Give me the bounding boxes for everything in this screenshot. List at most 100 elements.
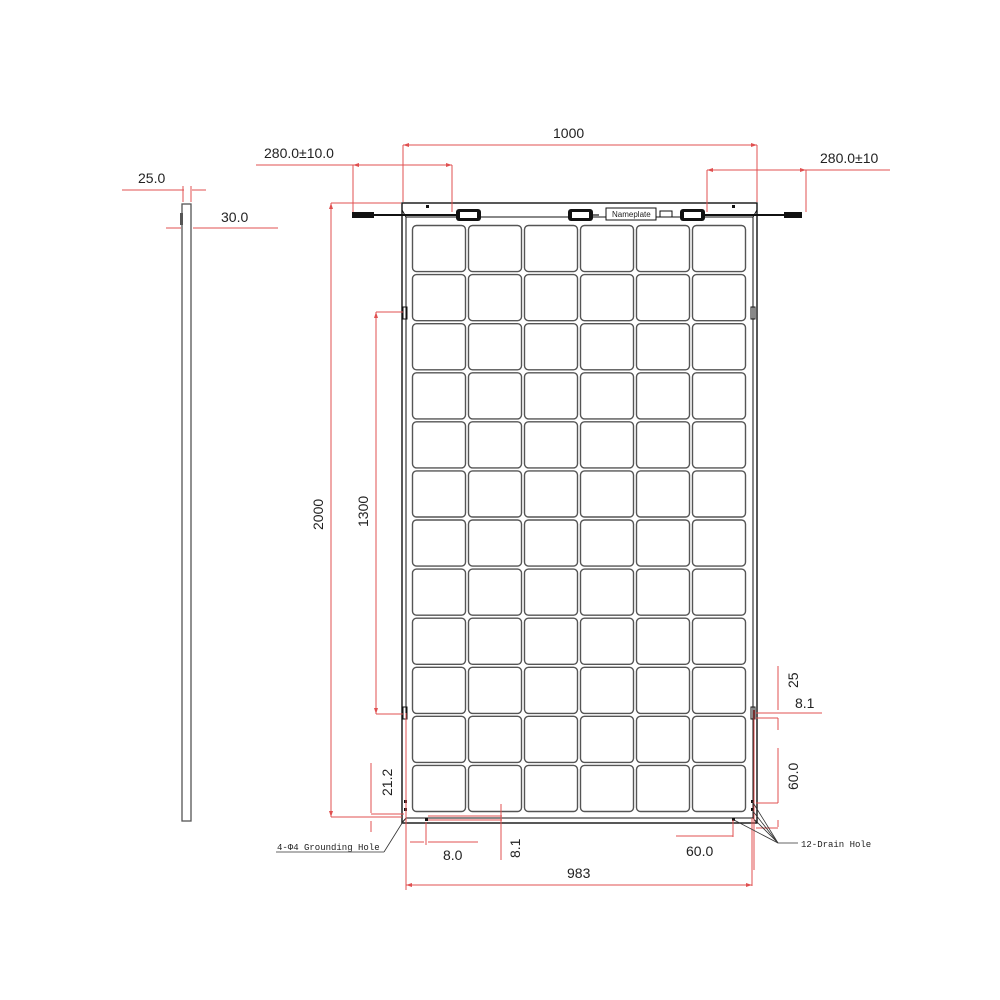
solar-cell: [691, 617, 747, 666]
dim-top-width: 1000: [553, 125, 584, 141]
solar-cell: [579, 715, 635, 764]
solar-cell: [579, 470, 635, 518]
dim-side-30: 30.0: [221, 209, 248, 225]
solar-cell: [691, 666, 747, 715]
solar-cell: [579, 764, 635, 813]
dim-bottom-right-offset: 60.0: [686, 843, 713, 859]
dim-side-25: 25.0: [138, 170, 165, 186]
solar-cell: [467, 372, 523, 420]
solar-cell: [691, 519, 747, 567]
junction-box-middle: [568, 209, 599, 221]
nameplate: Nameplate: [605, 207, 673, 221]
solar-cell: [523, 519, 579, 567]
dim-cable-left: 280.0±10.0: [264, 145, 334, 161]
solar-cell: [467, 617, 523, 666]
side-view: 25.0 30.0: [122, 170, 278, 822]
solar-cell: [411, 323, 467, 371]
solar-cell: [635, 666, 691, 715]
leader-lines: [276, 800, 798, 853]
dim-overall-height: 2000: [310, 499, 326, 530]
solar-cell: [635, 568, 691, 616]
dim-right-lower: 60.0: [785, 763, 801, 790]
solar-cell: [691, 372, 747, 420]
solar-cell: [411, 470, 467, 518]
solar-cell: [523, 666, 579, 715]
solar-cell: [635, 519, 691, 567]
solar-cell: [691, 470, 747, 518]
solar-cell: [523, 421, 579, 469]
dim-bottom-width: 983: [567, 865, 591, 881]
solar-cell: [523, 470, 579, 518]
note-grounding-hole: 4-Φ4 Grounding Hole: [277, 843, 380, 853]
solar-cell: [579, 568, 635, 616]
solar-cell: [635, 273, 691, 322]
dim-right-hole: 8.1: [795, 695, 815, 711]
solar-cell: [411, 421, 467, 469]
solar-cell: [579, 273, 635, 322]
solar-cell: [635, 470, 691, 518]
solar-cell: [523, 568, 579, 616]
solar-cell: [411, 666, 467, 715]
solar-cell: [411, 764, 467, 813]
solar-cell: [635, 715, 691, 764]
solar-cell: [411, 519, 467, 567]
solar-cell: [691, 568, 747, 616]
solar-cell: [635, 372, 691, 420]
dim-right-upper: 25: [785, 672, 801, 688]
note-drain-hole: 12-Drain Hole: [801, 840, 871, 850]
dim-mounting-spacing: 1300: [355, 496, 371, 527]
dim-cable-right: 280.0±10: [820, 150, 879, 166]
solar-cell: [691, 224, 747, 273]
solar-cell: [579, 519, 635, 567]
solar-cell: [467, 568, 523, 616]
solar-cell: [691, 715, 747, 764]
solar-cell: [523, 617, 579, 666]
junction-box-left: [352, 209, 481, 221]
solar-cell: [411, 568, 467, 616]
solar-cell: [635, 421, 691, 469]
nameplate-label: Nameplate: [612, 210, 651, 219]
cell-grid: [411, 224, 747, 813]
solar-cell: [579, 224, 635, 273]
solar-cell: [635, 323, 691, 371]
solar-cell: [579, 372, 635, 420]
solar-cell: [523, 224, 579, 273]
solar-cell: [467, 421, 523, 469]
solar-cell: [579, 666, 635, 715]
solar-cell: [467, 323, 523, 371]
solar-cell: [467, 470, 523, 518]
solar-cell: [691, 764, 747, 813]
solar-cell: [523, 273, 579, 322]
solar-cell: [691, 273, 747, 322]
dim-bottom-left-offset: 8.0: [443, 847, 463, 863]
solar-cell: [579, 617, 635, 666]
solar-cell: [467, 519, 523, 567]
panel-front-view: Nameplate: [352, 202, 802, 824]
solar-cell: [411, 715, 467, 764]
solar-cell: [411, 617, 467, 666]
solar-cell: [691, 421, 747, 469]
junction-box-right: [680, 209, 802, 221]
solar-cell: [523, 715, 579, 764]
solar-cell: [635, 224, 691, 273]
solar-cell: [411, 273, 467, 322]
dimension-lines: [256, 144, 890, 890]
solar-cell: [691, 323, 747, 371]
solar-cell: [579, 421, 635, 469]
solar-cell: [411, 224, 467, 273]
solar-cell: [635, 764, 691, 813]
solar-cell: [467, 273, 523, 322]
arrowheads: [329, 143, 806, 887]
dim-bottom-edge-height: 8.1: [507, 838, 523, 858]
solar-cell: [523, 764, 579, 813]
solar-cell: [467, 715, 523, 764]
solar-cell: [467, 224, 523, 273]
solar-cell: [579, 323, 635, 371]
solar-cell: [411, 372, 467, 420]
solar-cell: [467, 764, 523, 813]
solar-cell: [467, 666, 523, 715]
solar-cell: [635, 617, 691, 666]
solar-cell: [523, 323, 579, 371]
solar-cell: [523, 372, 579, 420]
